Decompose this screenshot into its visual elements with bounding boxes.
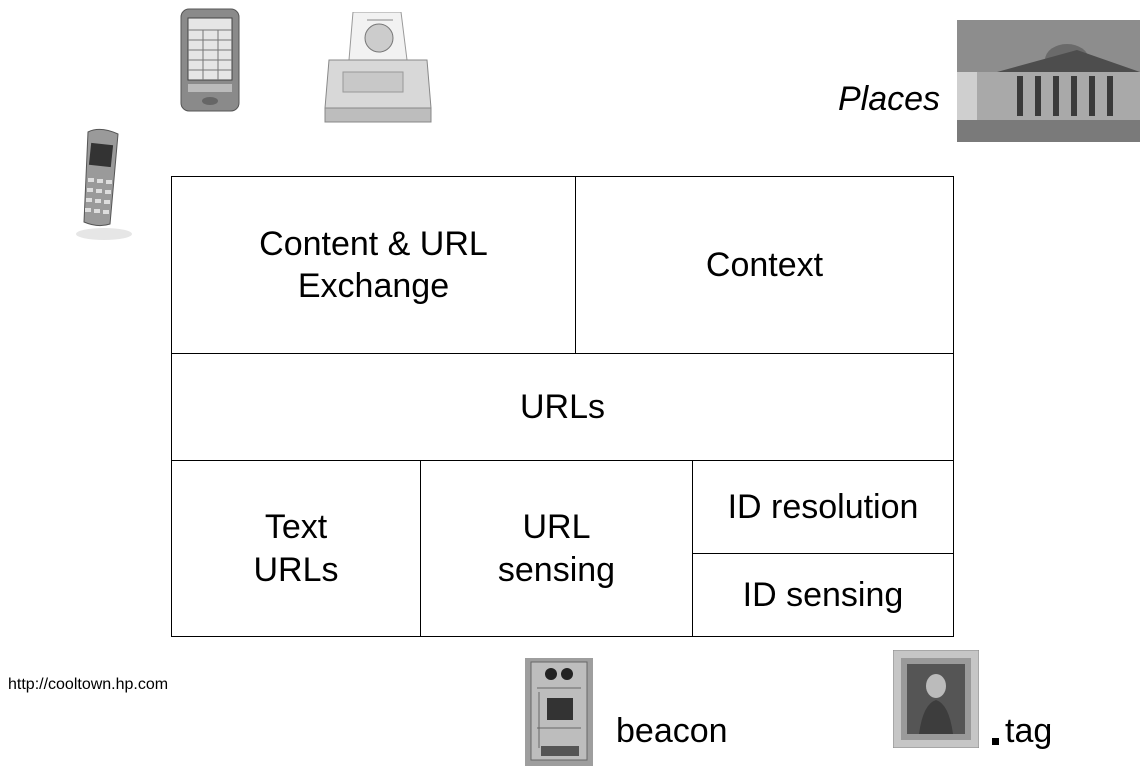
pda-device-icon	[180, 8, 240, 112]
places-label: Places	[838, 80, 941, 118]
url-footer: http://cooltown.hp.com	[8, 676, 169, 693]
beacon-label: beacon	[616, 712, 728, 750]
urls-cell: URLs	[171, 353, 954, 461]
text-urls-cell: Text URLs	[171, 460, 421, 637]
url-sensing-cell: URL sensing	[420, 460, 693, 637]
beacon-circuit-board-photo	[525, 658, 593, 766]
printer-icon	[324, 12, 432, 123]
bullet-icon	[992, 738, 999, 745]
content-url-exchange-cell: Content & URL Exchange	[171, 176, 576, 354]
mobile-phone-icon	[76, 128, 132, 240]
context-cell: Context	[575, 176, 954, 354]
framed-painting-photo	[893, 650, 979, 748]
tag-label: tag	[1005, 712, 1053, 750]
id-resolution-cell: ID resolution	[692, 460, 954, 554]
id-sensing-cell: ID sensing	[692, 553, 954, 637]
building-photo	[957, 20, 1140, 142]
